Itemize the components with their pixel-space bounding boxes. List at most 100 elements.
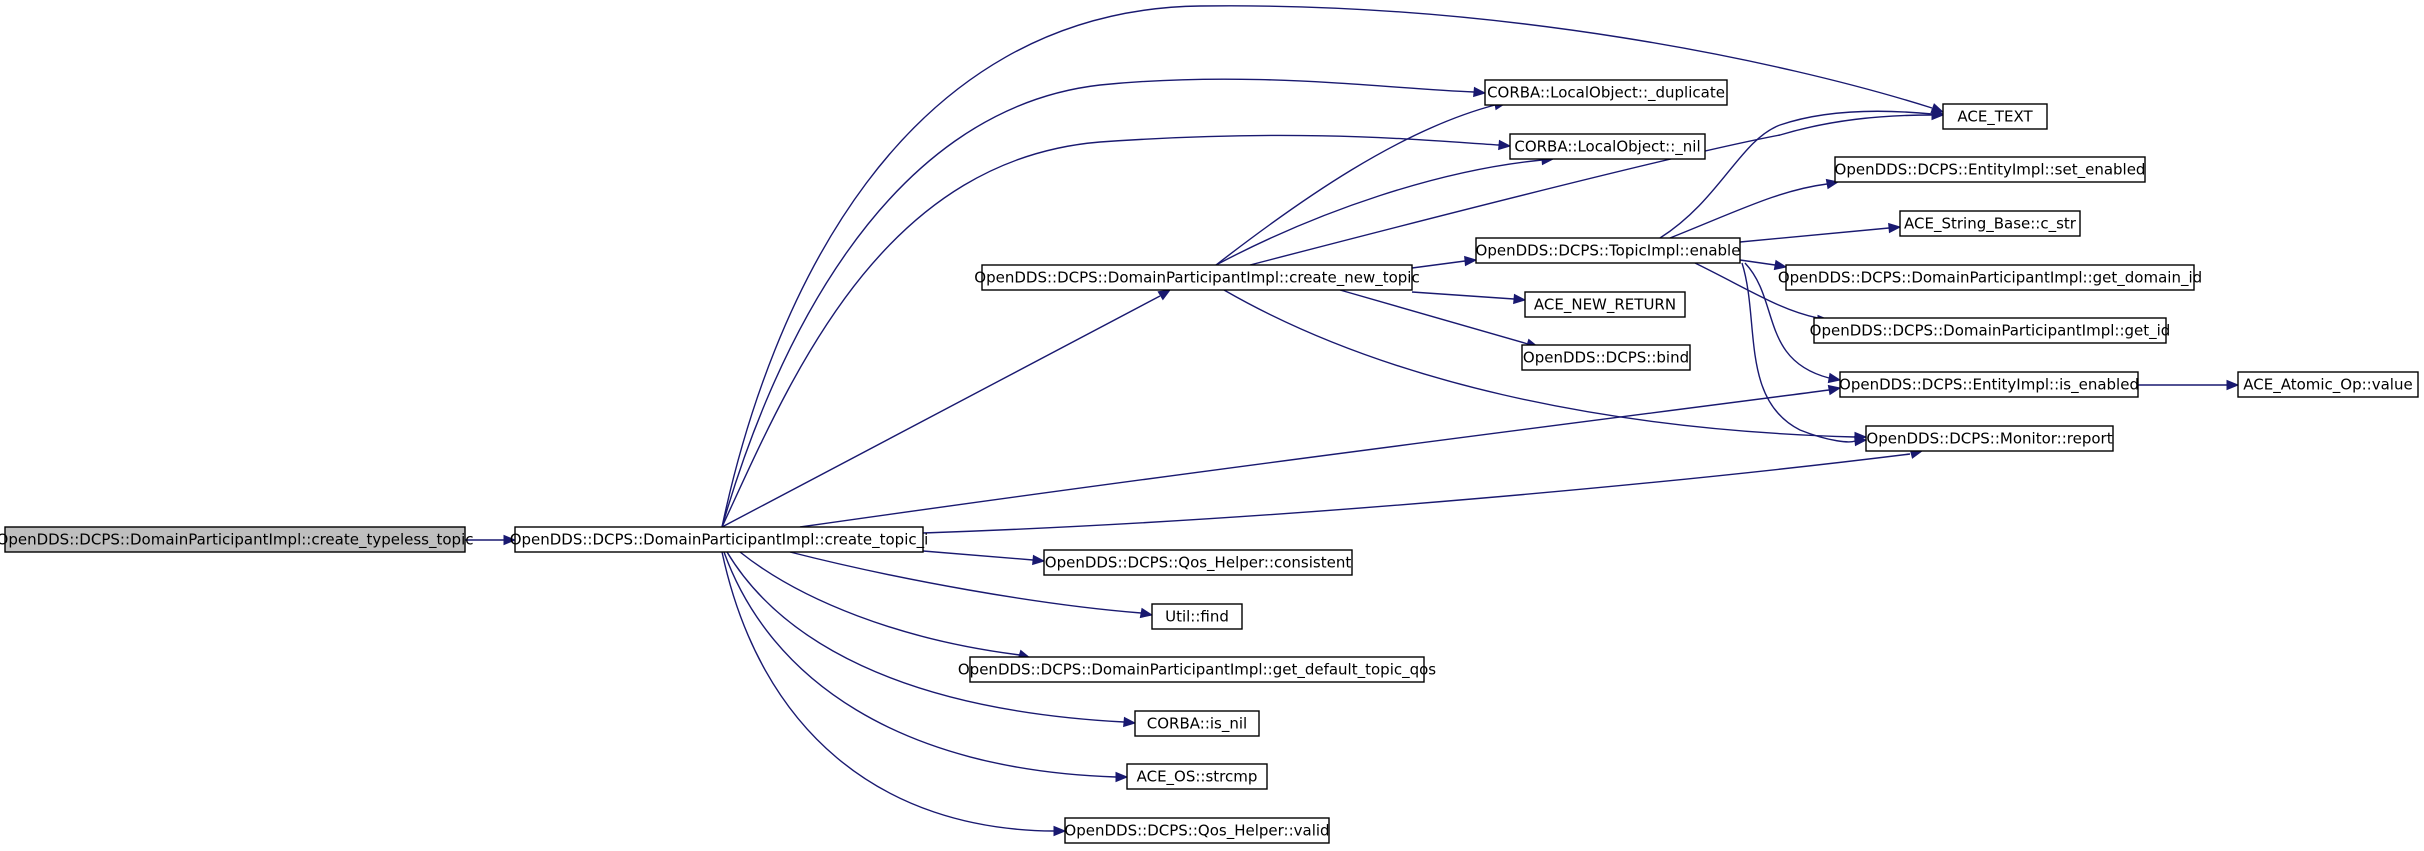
edge-arrowhead — [1473, 86, 1487, 98]
edge-line — [1739, 227, 1890, 243]
edge-line — [739, 551, 1021, 656]
edge-create_topic_i-to-valid — [721, 551, 1067, 837]
edge-arrowhead — [1513, 293, 1527, 305]
node-label: ACE_TEXT — [1957, 108, 2033, 127]
edge-line — [1744, 262, 1830, 379]
node-box — [1839, 371, 2139, 398]
node-box — [969, 656, 1425, 683]
node-box — [1043, 549, 1353, 576]
node-box — [1126, 763, 1268, 790]
edge-create_topic_i-to-corba_is_nil — [726, 551, 1137, 728]
node-box — [514, 526, 924, 553]
node-box — [1899, 210, 2081, 237]
edge-topic_enable-to-c_str — [1739, 222, 1902, 243]
node-create-topic-i[interactable]: OpenDDS::DCPS::DomainParticipantImpl::cr… — [510, 526, 929, 553]
node-box — [4, 526, 466, 553]
node-util-find[interactable]: Util::find — [1151, 603, 1243, 630]
edge-create_topic_i-to-is_enabled — [799, 384, 1842, 528]
node-box — [1785, 264, 2195, 291]
node-box — [1524, 291, 1686, 318]
edge-line — [789, 551, 1142, 614]
node-box — [1813, 317, 2167, 344]
node-box — [2237, 371, 2419, 398]
edge-arrowhead — [1498, 139, 1512, 151]
node-get-default-topic-qos[interactable]: OpenDDS::DCPS::DomainParticipantImpl::ge… — [958, 656, 1436, 683]
node-corba-is-nil[interactable]: CORBA::is_nil — [1134, 710, 1260, 737]
edge-topic_enable-to-monitor_report — [1741, 262, 1868, 447]
edge-line — [721, 295, 1161, 528]
edge-create_topic_i-to-strcmp — [723, 551, 1129, 783]
edge-line — [799, 389, 1830, 528]
edge-arrowhead — [1032, 554, 1046, 566]
node-label: OpenDDS::DCPS::DomainParticipantImpl::ge… — [1810, 322, 2171, 341]
edge-line — [1741, 262, 1856, 443]
edge-arrowhead — [1773, 259, 1788, 271]
node-get-domain-id[interactable]: OpenDDS::DCPS::DomainParticipantImpl::ge… — [1778, 264, 2202, 291]
node-label: ACE_String_Base::c_str — [1904, 215, 2077, 234]
edge-line — [1669, 183, 1828, 239]
node-atomic-value[interactable]: ACE_Atomic_Op::value — [2237, 371, 2419, 398]
edge-arrowhead — [1854, 435, 1868, 447]
node-label: OpenDDS::DCPS::DomainParticipantImpl::cr… — [974, 269, 1419, 288]
node-box — [1521, 344, 1691, 371]
node-valid[interactable]: OpenDDS::DCPS::Qos_Helper::valid — [1064, 817, 1330, 844]
edge-create_new_topic-to-ace_new_return — [1411, 291, 1527, 305]
node-topic-enable[interactable]: OpenDDS::DCPS::TopicImpl::enable — [1475, 237, 1741, 264]
node-create-new-topic[interactable]: OpenDDS::DCPS::DomainParticipantImpl::cr… — [974, 264, 1420, 291]
edge-line — [723, 551, 1117, 778]
edge-create_typeless_topic-to-create_topic_i — [465, 534, 517, 546]
edge-arrowhead — [503, 534, 517, 546]
node-box — [1134, 710, 1260, 737]
edge-line — [1215, 104, 1496, 266]
node-label: OpenDDS::DCPS::EntityImpl::is_enabled — [1839, 376, 2139, 395]
node-create-typeless-topic: OpenDDS::DCPS::DomainParticipantImpl::cr… — [0, 526, 473, 553]
edge-arrowhead — [1115, 771, 1129, 783]
node-label: OpenDDS::DCPS::TopicImpl::enable — [1476, 242, 1741, 260]
edge-arrowhead — [2226, 379, 2240, 391]
edge-create_topic_i-to-consistent — [922, 550, 1046, 566]
node-label: OpenDDS::DCPS::Monitor::report — [1866, 430, 2112, 448]
edge-line — [1694, 262, 1819, 319]
edge-arrowhead — [1123, 716, 1137, 728]
edge-line — [721, 78, 1475, 528]
node-nil[interactable]: CORBA::LocalObject::_nil — [1509, 133, 1706, 160]
node-is-enabled[interactable]: OpenDDS::DCPS::EntityImpl::is_enabled — [1839, 371, 2139, 398]
edges-layer — [465, 5, 2240, 837]
node-label: Util::find — [1165, 608, 1229, 626]
node-label: OpenDDS::DCPS::EntityImpl::set_enabled — [1835, 161, 2146, 180]
node-duplicate[interactable]: CORBA::LocalObject::_duplicate — [1484, 79, 1728, 106]
edge-line — [1339, 289, 1529, 345]
edge-arrowhead — [1139, 607, 1154, 619]
node-ace-new-return[interactable]: ACE_NEW_RETURN — [1524, 291, 1686, 318]
edge-line — [721, 5, 1933, 528]
node-set-enabled[interactable]: OpenDDS::DCPS::EntityImpl::set_enabled — [1834, 156, 2146, 183]
node-monitor-report[interactable]: OpenDDS::DCPS::Monitor::report — [1865, 425, 2114, 452]
node-label: OpenDDS::DCPS::DomainParticipantImpl::ge… — [958, 661, 1436, 680]
edge-arrowhead — [1157, 289, 1172, 301]
edge-arrowhead — [1464, 255, 1478, 267]
edge-topic_enable-to-ace_text — [1659, 108, 1945, 239]
edge-line — [1659, 110, 1933, 239]
edge-create_topic_i-to-nil — [721, 134, 1512, 528]
node-strcmp[interactable]: ACE_OS::strcmp — [1126, 763, 1268, 790]
node-get-id[interactable]: OpenDDS::DCPS::DomainParticipantImpl::ge… — [1810, 317, 2171, 344]
edge-create_topic_i-to-duplicate — [721, 78, 1487, 528]
edge-line — [721, 134, 1500, 528]
edge-create_new_topic-to-duplicate — [1215, 99, 1508, 266]
edge-create_topic_i-to-get_default_topic_qos — [739, 551, 1032, 660]
node-label: OpenDDS::DCPS::DomainParticipantImpl::ge… — [1778, 269, 2202, 288]
node-label: OpenDDS::DCPS::DomainParticipantImpl::cr… — [0, 531, 473, 550]
node-bind[interactable]: OpenDDS::DCPS::bind — [1521, 344, 1691, 371]
node-box — [1834, 156, 2146, 183]
node-box — [1865, 425, 2114, 452]
edge-line — [1223, 289, 1856, 438]
edge-line — [1411, 260, 1466, 269]
node-label: ACE_NEW_RETURN — [1534, 296, 1676, 315]
node-label: ACE_OS::strcmp — [1137, 768, 1258, 787]
node-c-str[interactable]: ACE_String_Base::c_str — [1899, 210, 2081, 237]
node-consistent[interactable]: OpenDDS::DCPS::Qos_Helper::consistent — [1043, 549, 1353, 576]
node-label: CORBA::LocalObject::_nil — [1514, 138, 1700, 157]
node-ace-text[interactable]: ACE_TEXT — [1942, 103, 2048, 130]
edge-line — [1411, 291, 1515, 300]
